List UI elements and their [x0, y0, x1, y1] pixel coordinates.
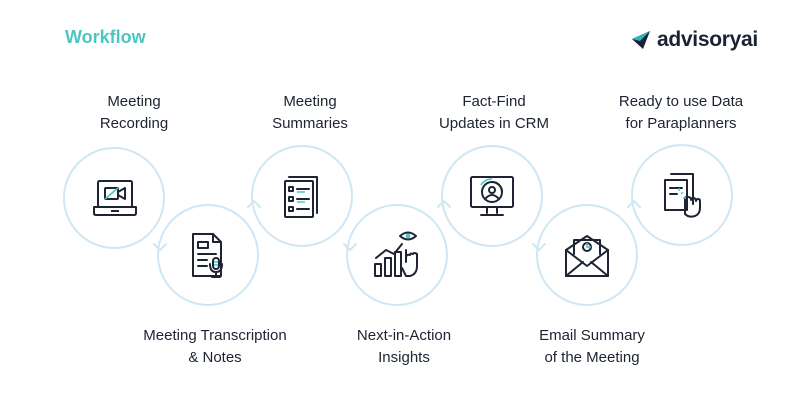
document-microphone-icon [192, 233, 223, 278]
flow-circle-3 [251, 145, 353, 247]
video-laptop-icon [93, 180, 137, 216]
flow-circle-2 [157, 204, 259, 306]
flow-circle-4 [346, 204, 448, 306]
flow-circle-7 [631, 144, 733, 246]
page-title: Workflow [65, 27, 146, 47]
flow-circle-5 [441, 145, 543, 247]
brand-name: advisoryai [657, 28, 758, 51]
flow-circle-1 [63, 147, 165, 249]
flow-circle-6 [536, 204, 638, 306]
email-document-icon [565, 235, 609, 277]
brand-logo-icon [632, 31, 650, 49]
documents-pointer-icon [664, 173, 701, 218]
chart-eye-hand-icon [374, 231, 418, 277]
brand-logo: advisoryai [630, 28, 758, 52]
monitor-crm-icon [470, 176, 514, 216]
step-2-label: Meeting Transcription& Notes [143, 327, 287, 366]
document-list-icon [284, 176, 318, 218]
